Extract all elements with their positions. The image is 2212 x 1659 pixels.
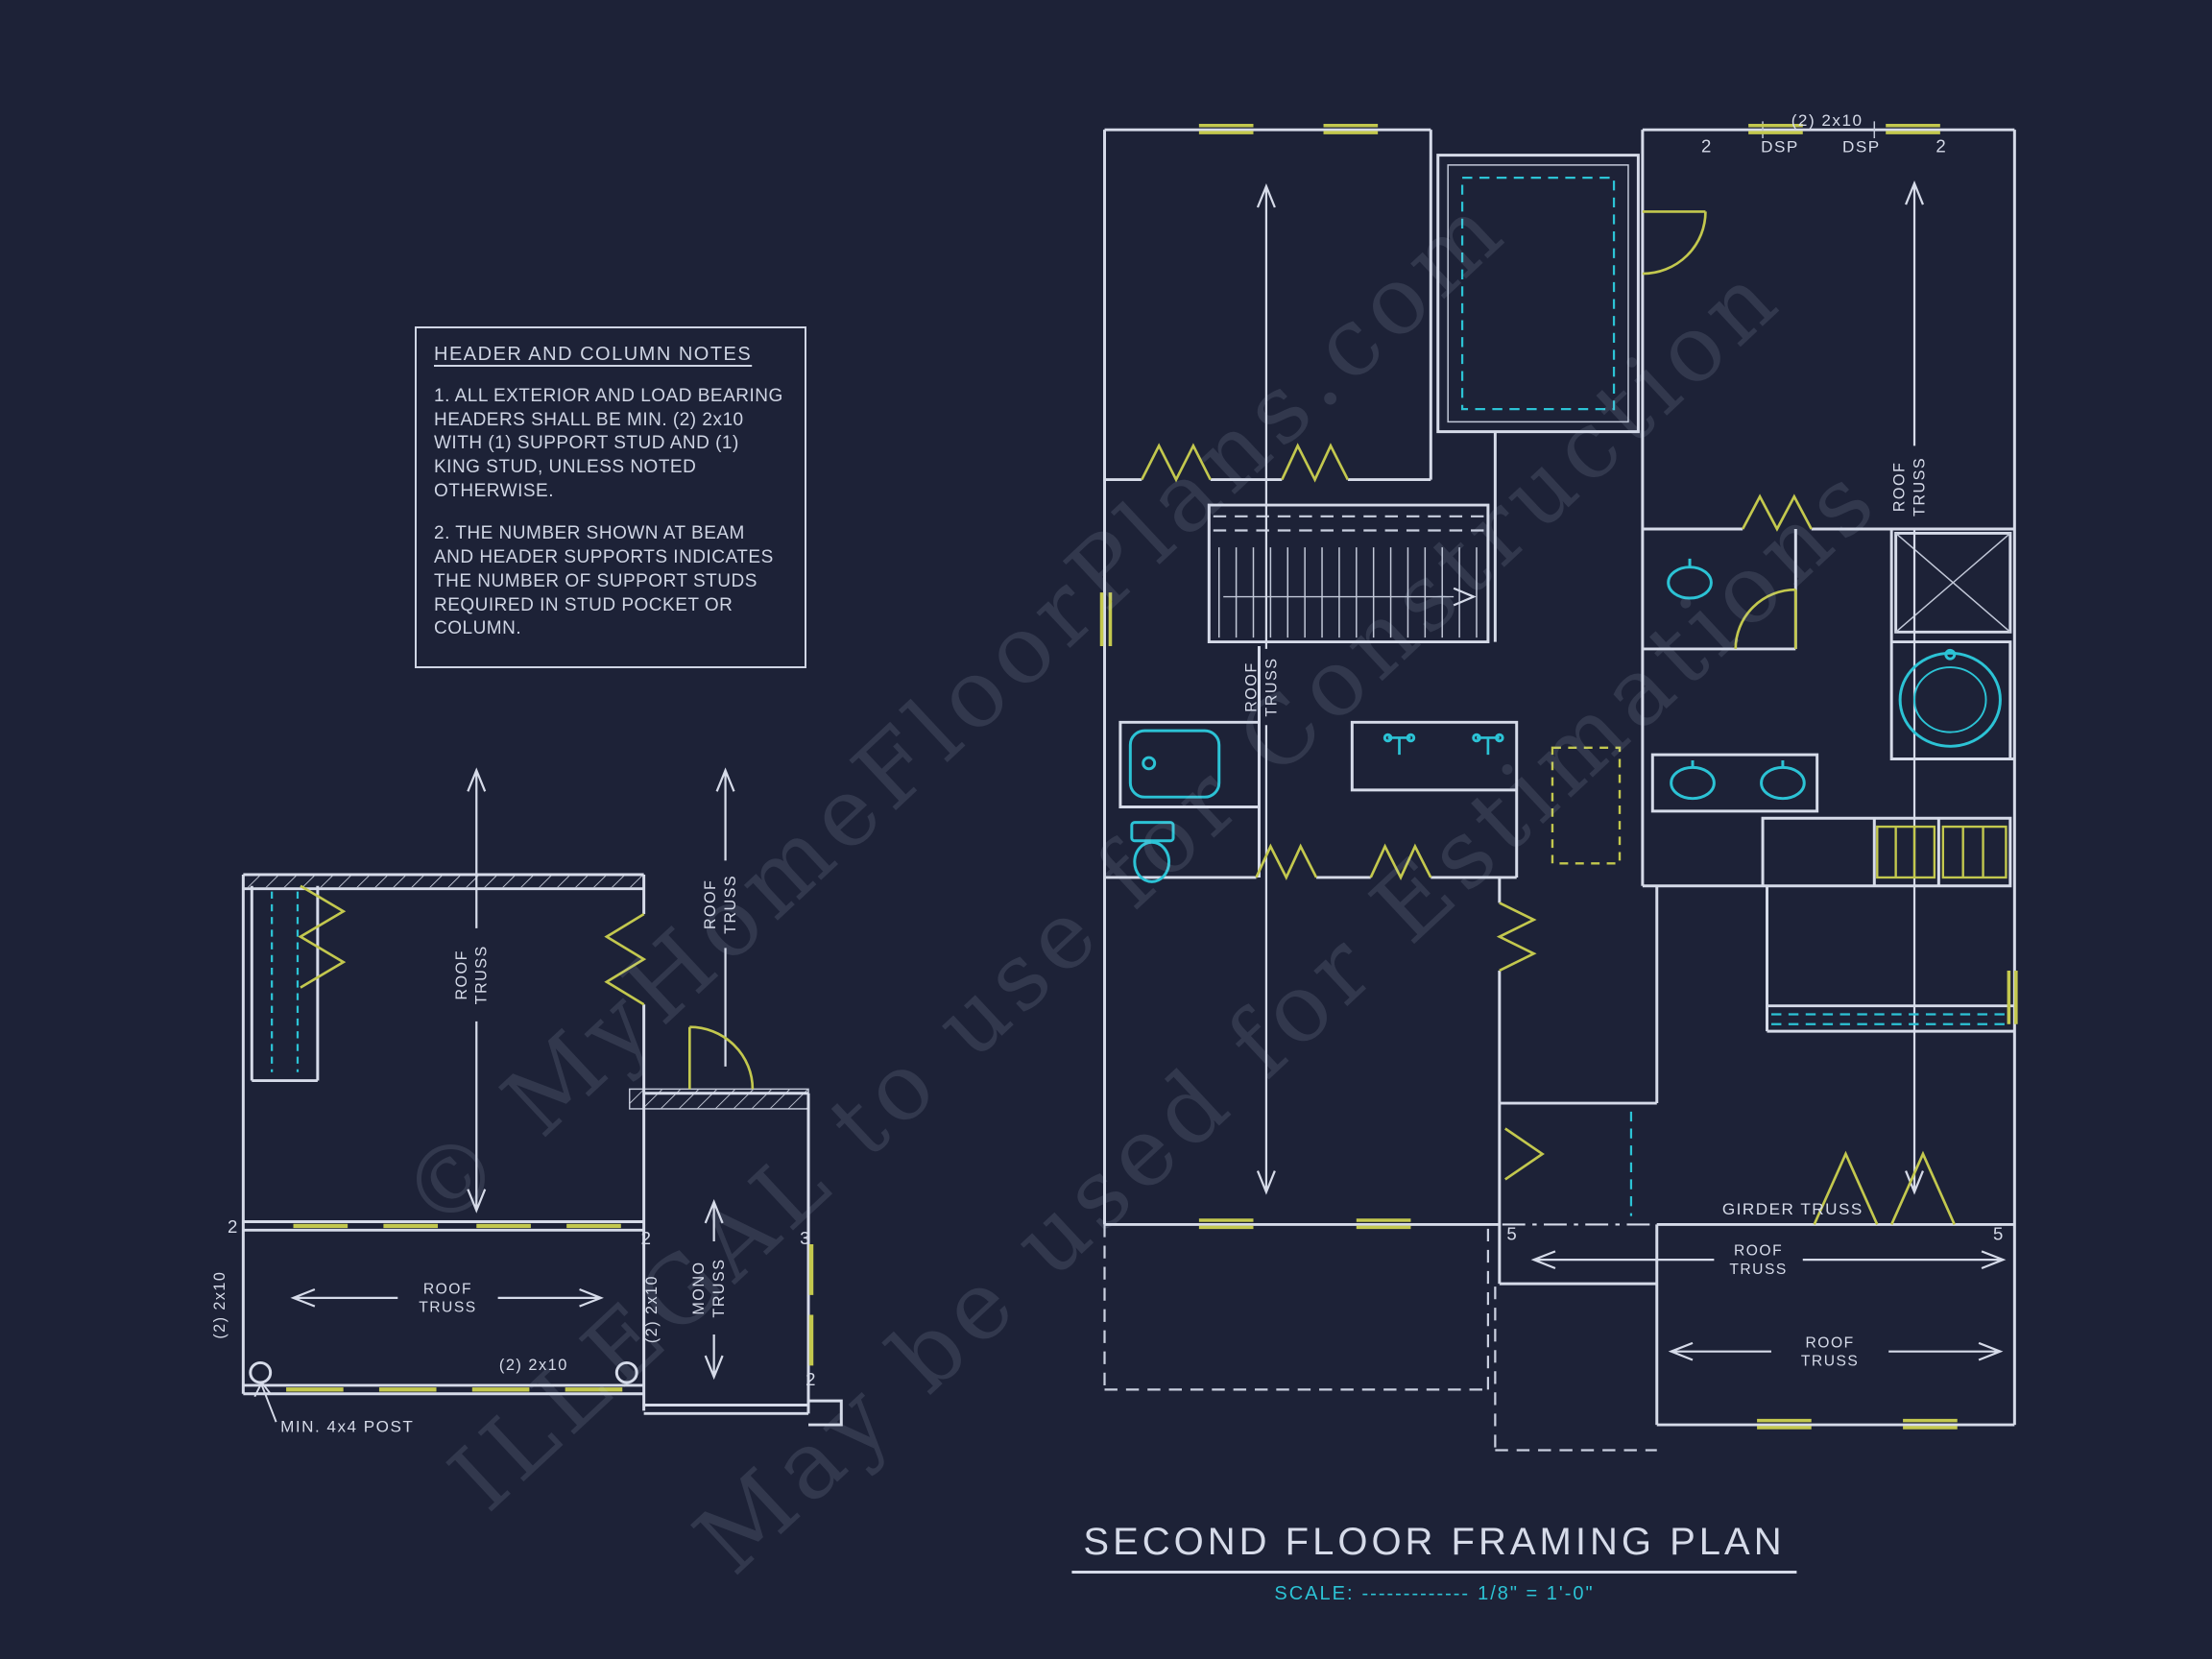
appliance-left <box>1876 825 1936 879</box>
appliance-right-detail <box>1961 827 1984 878</box>
header-label: (2) 2x10 <box>499 1357 568 1374</box>
post-leader-line <box>253 1381 277 1423</box>
stud-count: 5 <box>1506 1224 1518 1244</box>
master-sink-faucets <box>1691 760 1785 768</box>
roof-truss-label: TRUSS <box>419 1300 476 1316</box>
garage-door-dashed <box>271 891 300 1072</box>
header-label: (2) 2x10 <box>643 1275 661 1343</box>
roof-truss-label: TRUSS <box>722 875 739 934</box>
roof-truss-label: TRUSS <box>1801 1353 1859 1369</box>
dsp-label: DSP <box>1842 138 1881 156</box>
roof-truss-label: ROOF <box>423 1282 472 1298</box>
roof-truss-label: TRUSS <box>1729 1262 1787 1278</box>
girder-truss-label: GIRDER TRUSS <box>1722 1200 1863 1218</box>
roof-truss-label: ROOF <box>1806 1334 1855 1351</box>
roof-truss-label: TRUSS <box>1262 658 1280 717</box>
stud-count: 3 <box>800 1228 811 1248</box>
stud-count: 2 <box>641 1228 653 1248</box>
post-right <box>614 1360 638 1384</box>
header-label: (2) 2x10 <box>211 1271 228 1339</box>
notes-title: HEADER AND COLUMN NOTES <box>434 344 753 365</box>
stud-count: 2 <box>1701 136 1713 156</box>
appliances <box>1551 746 2008 879</box>
shower-glass-x <box>1895 532 2011 633</box>
post-left <box>249 1360 273 1384</box>
open-below-dashed <box>1460 177 2010 1216</box>
scale-line: SCALE: ------------- 1/8" = 1'-0" <box>1071 1583 1796 1605</box>
roof-truss-label: ROOF <box>1242 661 1260 712</box>
faucet-handle <box>1472 733 1481 743</box>
appliance-left-detail <box>1894 827 1916 878</box>
header-column-notes: HEADER AND COLUMN NOTES 1. ALL EXTERIOR … <box>415 326 806 668</box>
toilet-tank <box>1130 821 1175 843</box>
mono-truss-label: MONO <box>690 1261 708 1314</box>
oval-tub-faucet <box>1944 648 1957 661</box>
stud-count: 2 <box>805 1369 817 1389</box>
porch-header-marks <box>286 1223 814 1392</box>
garage-door-swings <box>298 884 755 1090</box>
faucet-handle <box>1406 733 1416 743</box>
note-paragraph-1: 1. ALL EXTERIOR AND LOAD BEARING HEADERS… <box>434 386 783 501</box>
garage-walls <box>241 873 843 1427</box>
exterior-interior-walls <box>1103 128 2016 1427</box>
roof-truss-label: ROOF <box>702 879 719 930</box>
faucet-handle <box>1495 733 1504 743</box>
roof-outline-dashed <box>1103 515 1657 1452</box>
min-post-label: MIN. 4x4 POST <box>280 1418 414 1436</box>
left-garage-plan: ROOF TRUSS ROOF TRUSS MONO TRUSS ROOF TR… <box>211 767 843 1436</box>
truss-span-arrows-left <box>290 767 735 1381</box>
scale-label: SCALE: <box>1274 1583 1355 1604</box>
note-paragraph-2: 2. THE NUMBER SHOWN AT BEAM AND HEADER S… <box>434 523 774 639</box>
roof-truss-label: TRUSS <box>473 945 491 1004</box>
bathtub-drain <box>1142 756 1157 771</box>
faucet-handle <box>1382 733 1393 743</box>
bathtub <box>1128 729 1221 799</box>
stud-count: 5 <box>1993 1224 2005 1244</box>
dsp-label: DSP <box>1761 138 1799 156</box>
roof-truss-label: ROOF <box>1890 462 1908 513</box>
scale-dashes: ------------- <box>1361 1583 1471 1604</box>
window-header-marks <box>1099 124 2018 1430</box>
toilet-bowl <box>1133 840 1171 883</box>
appliance-right <box>1941 825 2008 879</box>
roof-truss-label: ROOF <box>1734 1243 1783 1260</box>
stair-treads <box>1217 547 1478 638</box>
plumbing-fixtures <box>1128 558 2002 883</box>
roof-truss-label: TRUSS <box>1911 457 1928 517</box>
wall-hatch-top <box>243 876 644 888</box>
main-floor-plan: (2) 2x10 2 DSP DSP 2 ROOF TRUSS ROOF TRU… <box>1099 111 2018 1452</box>
scale-value: 1/8" = 1'-0" <box>1478 1583 1595 1604</box>
door-swing-marks <box>1141 210 1956 1225</box>
oval-tub-inner <box>1913 666 1987 733</box>
oval-tub <box>1898 651 2002 748</box>
roof-truss-label: ROOF <box>453 950 470 1000</box>
title-block: SECOND FLOOR FRAMING PLAN SCALE: --------… <box>1071 1521 1797 1605</box>
sheet-title: SECOND FLOOR FRAMING PLAN <box>1071 1521 1797 1574</box>
master-sink-left <box>1670 765 1716 801</box>
stud-count: 2 <box>1936 136 1947 156</box>
mono-truss-label: TRUSS <box>710 1259 728 1318</box>
master-sink-right <box>1760 765 1806 801</box>
header-label-top: (2) 2x10 <box>1791 111 1863 130</box>
stud-count: 2 <box>228 1216 239 1237</box>
wc-sink <box>1667 565 1713 600</box>
closet-dashed <box>1551 746 1622 865</box>
hall-bath-faucets <box>1387 736 1500 756</box>
